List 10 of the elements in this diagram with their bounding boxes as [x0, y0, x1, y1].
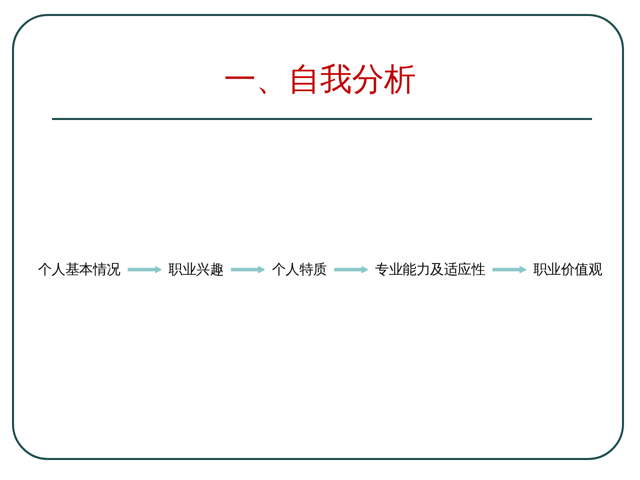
node-text: 专业能力及适应性: [375, 261, 486, 278]
node-text: 个人基本情况: [38, 261, 120, 278]
arrow: [127, 266, 162, 274]
node-text: 职业价值观: [533, 261, 602, 278]
arrow: [230, 266, 266, 274]
arrow: [334, 266, 369, 274]
title: 一、自我分析: [223, 59, 417, 100]
node-text: 个人特质: [272, 261, 327, 278]
node-text: 职业兴趣: [168, 261, 224, 278]
arrow: [492, 266, 527, 274]
